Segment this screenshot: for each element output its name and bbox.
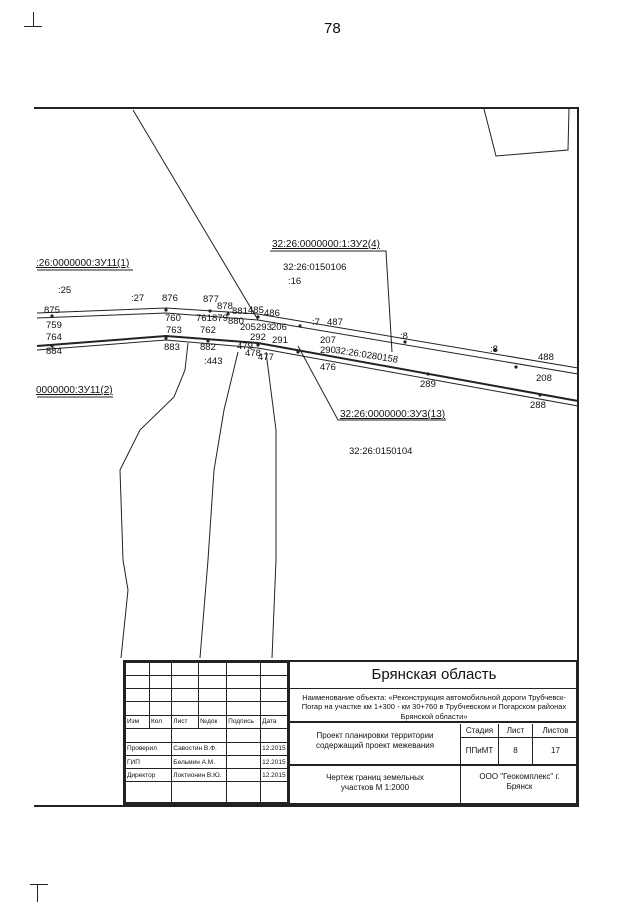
label-25: :25 <box>58 285 72 296</box>
project-name: Проект планировки территории содержащий … <box>315 731 435 750</box>
point-479: 479 <box>237 341 253 352</box>
role-director: Директор <box>124 768 173 783</box>
sheets-value: 17 <box>532 738 578 764</box>
leader-zu3 <box>297 345 446 421</box>
point-487: 487 <box>327 317 343 328</box>
point-882: 882 <box>200 342 216 353</box>
name-checker: Савостин В.Ф. <box>171 741 228 756</box>
point-880: 880 <box>228 316 244 327</box>
point-290: 290 <box>320 345 336 356</box>
point-292: 292 <box>250 332 266 343</box>
label-quarter-0150106: 32:26:0150106 <box>283 262 347 273</box>
header-izm: Изм <box>125 714 150 729</box>
point-293: 293 <box>256 322 272 333</box>
date-checker: 12.2015 <box>260 741 288 756</box>
point-486: 486 <box>264 308 280 319</box>
point-881: 881 <box>232 306 248 317</box>
revision-table: Изм Кол Лист №док Подпись Дата Проверил … <box>124 661 288 803</box>
point-764: 764 <box>46 332 62 343</box>
crop-mark-top-bar <box>24 26 42 27</box>
drawing-name: Чертеж границ земельных участков М 1:200… <box>326 773 424 792</box>
point-485: 485 <box>248 305 264 316</box>
title-block-right: Брянская область Наименование объекта: «… <box>288 662 578 803</box>
sheets-header: Листов <box>532 724 578 738</box>
stage-value: ППиМТ <box>460 738 498 764</box>
region-title: Брянская область <box>290 662 578 689</box>
parcel-boundary-right <box>265 351 277 659</box>
label-8a: :8 <box>400 331 408 342</box>
point-879: 879 <box>212 313 228 324</box>
drawing-row: Чертеж границ земельных участков М 1:200… <box>290 766 578 803</box>
point-763: 763 <box>166 325 182 336</box>
header-data: Дата <box>260 714 288 729</box>
point-884: 884 <box>46 346 62 357</box>
label-27: :27 <box>131 293 145 304</box>
role-checker: Проверил <box>124 741 173 756</box>
header-ndok: №док <box>198 714 228 729</box>
stage-header: Стадия <box>460 724 498 738</box>
label-16: :16 <box>288 276 302 287</box>
parcel-boundary-left <box>119 342 189 659</box>
road-line-1 <box>36 307 579 369</box>
label-zu11-2: 0000000:ЗУ11(2) <box>36 385 113 396</box>
label-zu11-1: :26:0000000:ЗУ11(1) <box>36 258 130 269</box>
point-208: 208 <box>536 373 552 384</box>
label-zu2: 32:26:0000000:1:ЗУ2(4) <box>272 239 380 250</box>
point-877: 877 <box>203 294 219 305</box>
date-director: 12.2015 <box>260 768 288 783</box>
name-director: Локтионин В.Ю. <box>171 768 228 783</box>
parcel-boundary-middle <box>199 351 239 659</box>
name-gip: Бельмин А.М. <box>171 754 228 770</box>
point-760: 760 <box>165 313 181 324</box>
point-876: 876 <box>162 293 178 304</box>
point-759: 759 <box>46 320 62 331</box>
point-289: 289 <box>420 379 436 390</box>
point-883: 883 <box>164 342 180 353</box>
company-name: ООО "Геокомплекс" г. Брянск <box>460 766 578 803</box>
label-7: :7 <box>312 317 320 328</box>
header-podpis: Подпись <box>226 714 262 729</box>
point-878: 878 <box>217 301 233 312</box>
point-761: 761 <box>196 313 212 324</box>
point-478: 478 <box>245 348 261 359</box>
date-gip: 12.2015 <box>260 754 288 770</box>
crop-mark-bottom-bar <box>30 884 48 885</box>
object-name: Наименование объекта: «Реконструкция авт… <box>290 689 578 723</box>
point-288: 288 <box>530 400 546 411</box>
point-762: 762 <box>200 325 216 336</box>
sheet-header: Лист <box>498 724 532 738</box>
label-zu3: 32:26:0000000:ЗУ3(13) <box>340 409 446 420</box>
point-476: 476 <box>320 362 336 373</box>
leader-zu2 <box>270 250 393 353</box>
point-206: 206 <box>271 322 287 333</box>
label-443: :443 <box>204 356 223 367</box>
label-8b: :8 <box>490 344 498 355</box>
page-number: 78 <box>324 20 341 37</box>
point-291: 291 <box>272 335 288 346</box>
road-line-4 <box>36 339 579 407</box>
title-block: Изм Кол Лист №док Подпись Дата Проверил … <box>123 660 578 805</box>
header-kol: Кол <box>148 714 173 729</box>
sheet-value: 8 <box>498 738 532 764</box>
project-row: Проект планировки территории содержащий … <box>290 724 578 766</box>
point-875: 875 <box>44 305 60 316</box>
road-line-2 <box>36 312 579 375</box>
point-205: 205 <box>240 322 256 333</box>
road-line-3 <box>36 334 579 402</box>
header-list: Лист <box>171 714 200 729</box>
crop-mark-bottom <box>37 884 38 902</box>
point-477: 477 <box>258 352 274 363</box>
crop-mark-top <box>33 12 34 26</box>
drawing-frame <box>34 107 579 807</box>
point-488: 488 <box>538 352 554 363</box>
role-gip: ГИП <box>124 754 173 770</box>
point-207: 207 <box>320 335 336 346</box>
parcel-boundary-topright <box>483 107 570 157</box>
label-quarter-0150104: 32:26:0150104 <box>349 446 413 457</box>
parcel-boundary-diagonal <box>132 109 259 321</box>
